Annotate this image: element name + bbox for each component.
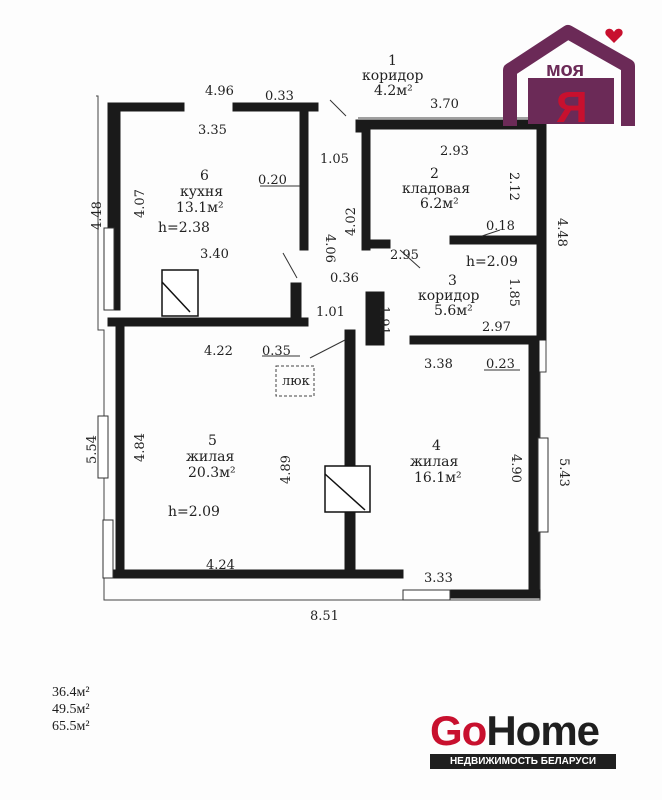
dimension: 2.12 — [506, 172, 521, 201]
room-2-label: 2 кладовая 6.2м² — [402, 166, 470, 212]
room-area: 5.6м² — [434, 303, 473, 319]
stoves — [161, 269, 371, 513]
ceiling-height: h=2.09 — [466, 254, 518, 270]
room-name: кладовая — [402, 181, 470, 197]
gohome-wordmark: GoHome — [430, 708, 620, 754]
dimension: 0.35 — [262, 344, 291, 359]
walls — [107, 102, 547, 599]
dimension: 0.23 — [486, 357, 515, 372]
dimension: 4.90 — [508, 454, 523, 483]
room-number: 5 — [208, 433, 217, 449]
dimension: 4.06 — [322, 234, 337, 263]
room-name: кухня — [180, 184, 223, 200]
room-area: 6.2м² — [420, 196, 459, 212]
logo-letter: Я — [556, 83, 588, 132]
dimension: 4.24 — [206, 558, 235, 573]
room-number: 3 — [448, 273, 457, 289]
dimension: 2.93 — [440, 144, 469, 159]
dimension: 0.33 — [265, 89, 294, 104]
room-name: коридор — [362, 68, 424, 84]
gohome-go: Go — [430, 707, 487, 754]
gohome-tagline: НЕДВИЖИМОСТЬ БЕЛАРУСИ — [430, 754, 616, 769]
hatch-box — [275, 365, 315, 397]
gohome-home: Home — [486, 707, 600, 754]
dimension-labels: 4.96 0.33 3.35 0.20 4.07 4.48 4.06 3.40 … — [85, 84, 571, 624]
dimension: 2.95 — [390, 248, 419, 263]
total-area: 36.4м² — [52, 685, 90, 700]
dimension: 1.91 — [376, 306, 391, 335]
room-5-label: 5 жилая 20.3м² — [186, 433, 236, 481]
ceiling-height: h=2.38 — [158, 220, 210, 236]
dimension: 0.36 — [330, 271, 359, 286]
dimension: 5.54 — [85, 435, 100, 464]
dimension: 3.35 — [198, 123, 227, 138]
dimension: 4.02 — [344, 207, 359, 236]
room-4-label: 4 жилая 16.1м² — [410, 438, 462, 486]
dimension: 5.43 — [556, 458, 571, 487]
dimension: 3.40 — [200, 247, 229, 262]
total-area: 65.5м² — [52, 719, 90, 734]
leader-lines — [260, 99, 520, 371]
ceiling-height: h=2.09 — [168, 504, 220, 520]
room-area: 20.3м² — [188, 465, 236, 481]
outer-wall-outline — [96, 95, 547, 601]
room-name: жилая — [410, 454, 458, 470]
gohome-logo: GoHome НЕДВИЖИМОСТЬ БЕЛАРУСИ — [430, 708, 620, 774]
heart-icon — [605, 28, 623, 43]
dimension: 1.85 — [506, 278, 521, 307]
room-area: 13.1м² — [176, 200, 224, 216]
total-area: 49.5м² — [52, 702, 90, 717]
room-name: жилая — [186, 449, 234, 465]
room-area: 4.2м² — [374, 83, 413, 99]
dimension: 4.96 — [205, 84, 234, 99]
dimension: 4.89 — [279, 455, 294, 484]
dimension: 3.70 — [430, 97, 459, 112]
windows — [97, 227, 549, 601]
room-3-label: 3 коридор 5.6м² — [418, 273, 480, 319]
area-totals: 36.4м² 49.5м² 65.5м² — [52, 684, 90, 735]
dimension: 3.33 — [424, 571, 453, 586]
dimension: 4.07 — [133, 189, 148, 218]
dimension: 1.01 — [316, 305, 345, 320]
hatch-label: люк — [282, 374, 310, 389]
room-number: 2 — [430, 166, 439, 182]
room-area: 16.1м² — [414, 470, 462, 486]
dimension: 2.97 — [482, 320, 511, 335]
room-number: 1 — [388, 53, 397, 69]
dimension: 8.51 — [310, 609, 339, 624]
room-number: 4 — [432, 438, 441, 454]
room-number: 6 — [200, 168, 209, 184]
dimension: 1.05 — [320, 152, 349, 167]
dimension: 0.18 — [486, 219, 515, 234]
dimension: 4.84 — [133, 433, 148, 462]
dimension: 0.20 — [258, 173, 287, 188]
room-name: коридор — [418, 288, 480, 304]
dimension: 4.48 — [554, 218, 569, 247]
logo-word: моя — [546, 59, 584, 81]
room-6-label: 6 кухня 13.1м² — [176, 168, 224, 216]
moya-logo: моя Я — [503, 25, 635, 132]
room-1-label: 1 коридор 4.2м² — [362, 53, 424, 99]
dimension: 4.22 — [204, 344, 233, 359]
dimension: 3.38 — [424, 357, 453, 372]
dimension: 4.48 — [90, 201, 105, 230]
